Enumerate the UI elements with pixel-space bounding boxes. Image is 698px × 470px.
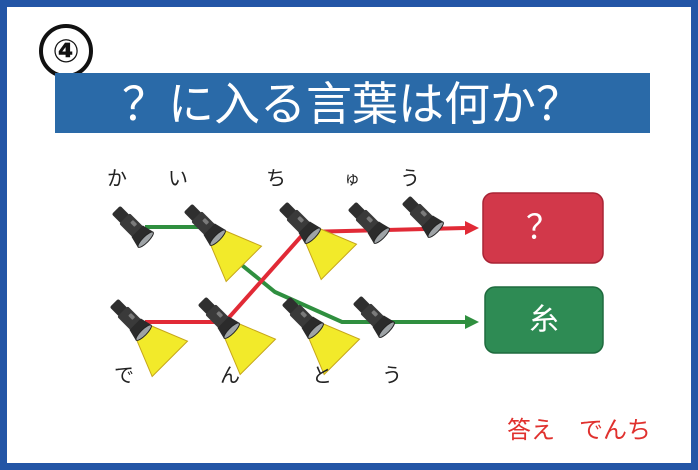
char-top-3: ち (266, 166, 286, 190)
answer-box-bottom-label: 糸 (529, 303, 559, 338)
char-top-5: う (400, 166, 420, 190)
answer-box-top-label: ？ (526, 208, 560, 248)
arrow-icon (465, 315, 479, 329)
arrow-icon (465, 221, 479, 235)
number-badge-label: ④ (52, 32, 79, 70)
flashlight-icon (96, 285, 187, 376)
flashlight-icon (265, 188, 356, 279)
char-bottom-1: で (114, 363, 134, 387)
answer-box-bottom (484, 286, 604, 354)
answer-box-top (482, 192, 604, 264)
flashlight-icon (343, 197, 393, 247)
answer-text: 答え でんち (507, 416, 651, 444)
title-banner (55, 73, 650, 133)
char-top-1: か (107, 166, 127, 190)
char-top-4: ゅ (344, 169, 360, 188)
char-top-2: い (168, 166, 188, 190)
char-bottom-3: と (312, 363, 332, 387)
flashlight-icon (184, 283, 275, 374)
flashlight-icon (348, 291, 398, 341)
char-bottom-4: う (382, 363, 402, 387)
number-badge: ④ (39, 24, 93, 78)
title-text: ？に入る言葉は何か？ (122, 77, 582, 131)
flashlight-icon (397, 191, 447, 241)
green-wire-bottom (236, 260, 465, 324)
char-bottom-2: ん (220, 363, 240, 387)
